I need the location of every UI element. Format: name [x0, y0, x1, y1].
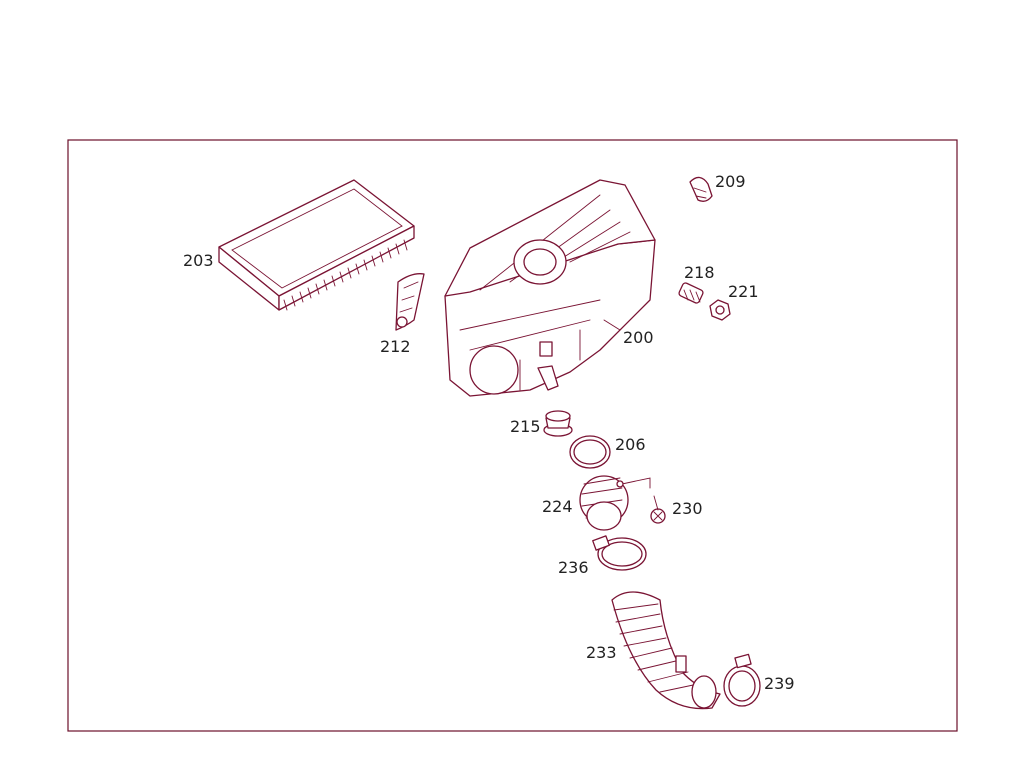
retaining-clip-icon[interactable] [395, 273, 425, 331]
callout-200[interactable]: 200 [623, 328, 654, 347]
clip-icon[interactable] [689, 176, 713, 202]
o-ring-icon[interactable] [569, 435, 611, 469]
callout-215[interactable]: 215 [510, 417, 541, 436]
callout-203[interactable]: 203 [183, 251, 214, 270]
callout-209[interactable]: 209 [715, 172, 746, 191]
hose-clamp-icon[interactable] [723, 653, 761, 707]
callout-230[interactable]: 230 [672, 499, 703, 518]
air-mass-sensor-icon[interactable] [579, 475, 651, 531]
air-filter-housing-icon[interactable] [444, 179, 656, 397]
hose-clamp-icon[interactable] [592, 535, 647, 571]
nut-icon[interactable] [709, 299, 731, 321]
grommet-icon[interactable] [543, 410, 573, 437]
intake-hose-icon[interactable] [611, 591, 721, 710]
screw-icon[interactable] [650, 495, 666, 524]
callout-206[interactable]: 206 [615, 435, 646, 454]
sensor-icon[interactable] [678, 282, 704, 304]
callout-221[interactable]: 221 [728, 282, 759, 301]
callout-224[interactable]: 224 [542, 497, 573, 516]
diagram-frame [67, 139, 958, 732]
callout-236[interactable]: 236 [558, 558, 589, 577]
callout-218[interactable]: 218 [684, 263, 715, 282]
callout-212[interactable]: 212 [380, 337, 411, 356]
callout-239[interactable]: 239 [764, 674, 795, 693]
air-filter-element-icon[interactable] [218, 179, 415, 311]
callout-233[interactable]: 233 [586, 643, 617, 662]
